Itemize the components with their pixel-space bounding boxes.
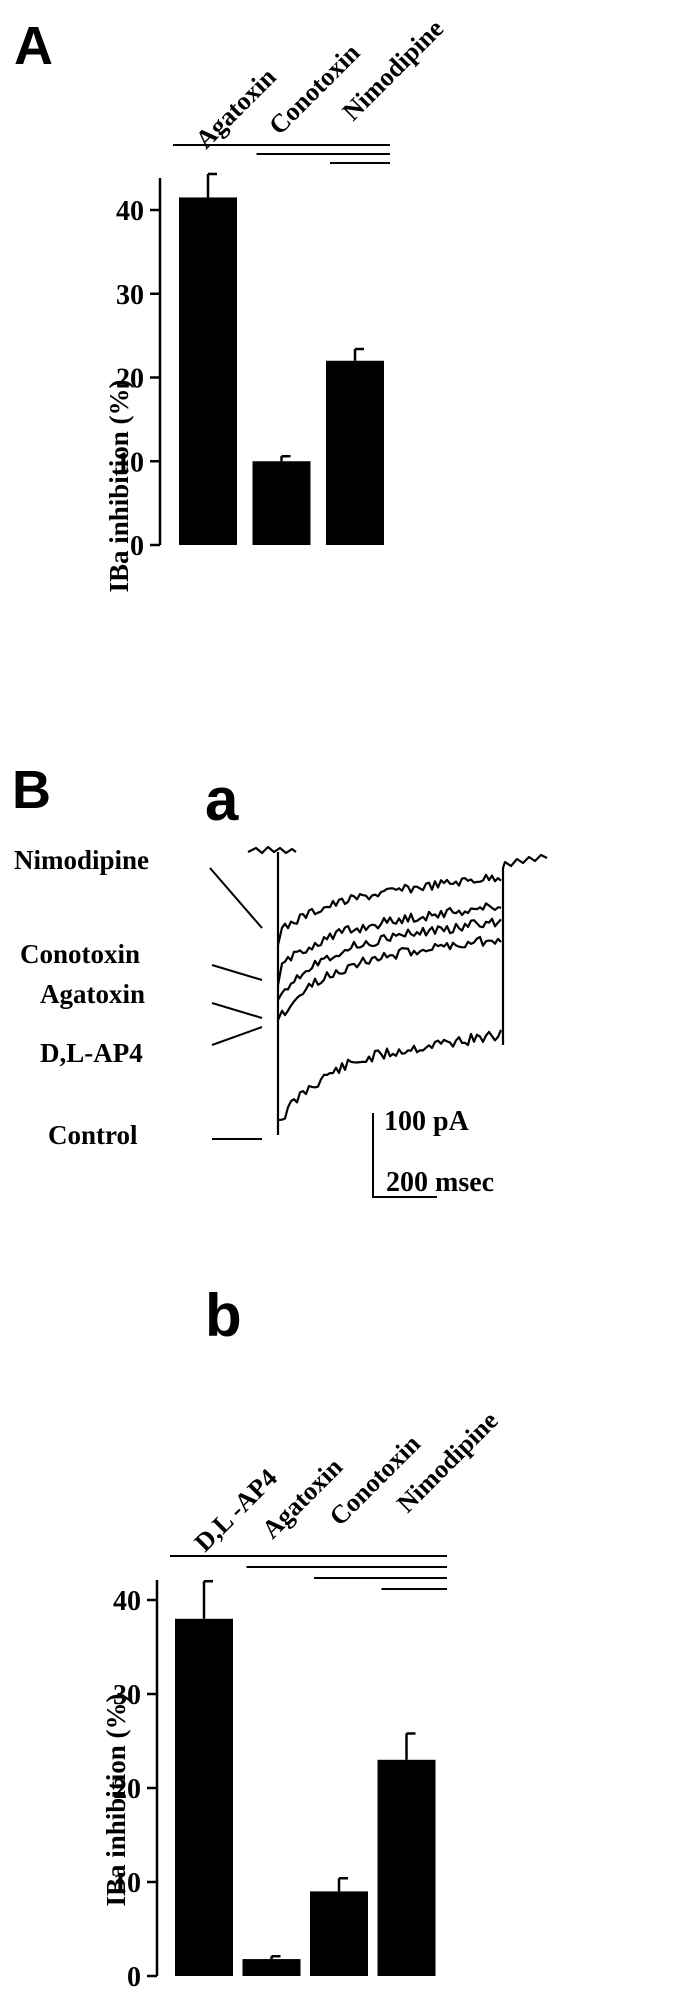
panel-a-y-tick-label: 30 [116, 280, 144, 311]
trace-label-conotoxin: Conotoxin [20, 939, 140, 969]
trace-labels: Nimodipine Conotoxin Agatoxin D,L-AP4 Co… [14, 845, 149, 1150]
panel-b-sub-a-letter: a [205, 766, 239, 833]
panel-b-sub-b-letter: b [205, 1282, 242, 1349]
panel-b-bar-d-l-ap4 [175, 1618, 233, 1976]
trace-label-control: Control [48, 1120, 138, 1150]
panel-b-bar-agatoxin [242, 1959, 301, 1976]
trace-dl-ap4 [276, 935, 502, 1021]
trace-label-dl-ap4: D,L-AP4 [40, 1038, 143, 1068]
scale-bar: 100 pA 200 msec [372, 1106, 494, 1198]
panel-a-category-label: Agatoxin [190, 62, 282, 154]
panel-a-y-tick-label: 40 [116, 196, 144, 227]
pointer-line-conotoxin [211, 964, 263, 981]
trace-nimodipine [276, 873, 502, 946]
trace-agatoxin [277, 917, 502, 1001]
trace-pointer-lines [209, 867, 263, 1140]
panel-a-bar-conotoxin [252, 461, 311, 545]
panel-b-y-tick-label: 20 [113, 1774, 141, 1805]
trace-tail-right [501, 853, 548, 869]
panel-a-category-label: Conotoxin [263, 38, 366, 141]
trace-label-agatoxin: Agatoxin [40, 979, 145, 1009]
panel-b-bar-conotoxin [310, 1891, 368, 1976]
panel-b-letter: B [12, 760, 51, 820]
scale-bar-time-label: 200 msec [386, 1167, 494, 1198]
scale-bar-lines [372, 1113, 437, 1198]
panel-b-y-tick-label: 0 [127, 1962, 141, 1993]
panel-b-y-axis-label: IBa inhibition (%) [101, 1693, 131, 1906]
panel-a-y-axis-label: IBa inhibition (%) [104, 379, 134, 592]
scale-bar-current-label: 100 pA [384, 1106, 470, 1137]
panel-a-bar-nimodipine [326, 360, 384, 545]
panel-a-y-tick-label: 10 [116, 447, 144, 478]
trace-control [277, 1029, 503, 1122]
trace-holding-left [247, 845, 297, 855]
panel-b-category-label: Agatoxin [256, 1452, 348, 1544]
panel-a-y-tick-label: 0 [130, 531, 144, 562]
panel-a-y-tick-label: 20 [116, 364, 144, 395]
panel-a-bar-agatoxin [179, 197, 237, 545]
panel-b-y-tick-label: 40 [113, 1586, 141, 1617]
pointer-line-dl-ap4 [211, 1026, 263, 1046]
panel-b-bar-nimodipine [377, 1759, 436, 1976]
panel-b-y-tick-label: 30 [113, 1680, 141, 1711]
panel-b-y-tick-label: 10 [113, 1868, 141, 1899]
pointer-line-agatoxin [211, 1002, 263, 1019]
trace-conotoxin [276, 902, 502, 986]
trace-label-nimodipine: Nimodipine [14, 845, 149, 875]
current-traces [247, 845, 548, 1135]
pointer-line-nimodipine [209, 867, 263, 929]
panel-a-letter: A [14, 16, 53, 76]
